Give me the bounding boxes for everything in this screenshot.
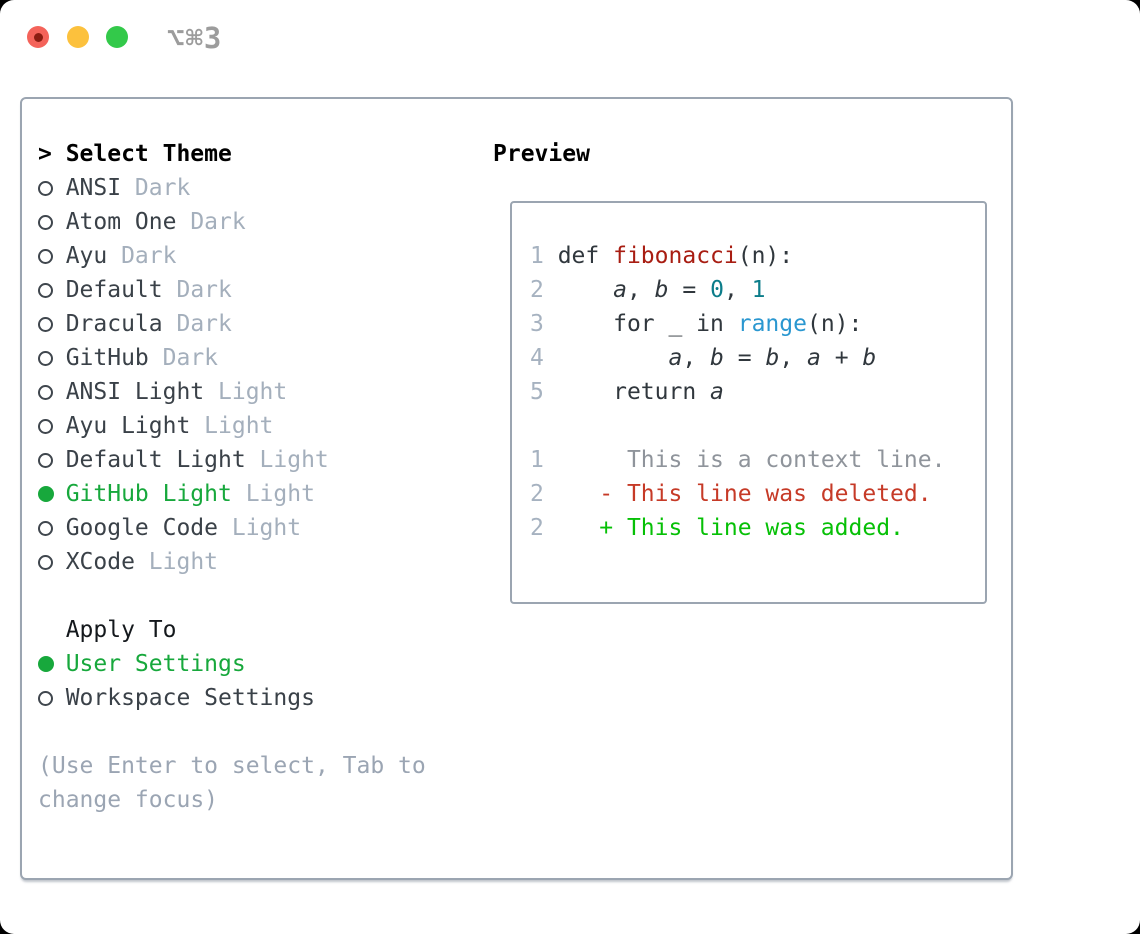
theme-option-default[interactable]: Default Dark	[38, 273, 426, 307]
radio-icon	[38, 554, 53, 570]
theme-option-label: Default	[65, 277, 163, 303]
code-line: 1 This is a context line.	[530, 447, 946, 473]
theme-option-ayu-light[interactable]: Ayu Light Light	[38, 409, 426, 443]
apply-option-label: User Settings	[65, 651, 246, 677]
apply-option-label: Workspace Settings	[65, 685, 315, 711]
code-line	[530, 409, 985, 443]
theme-option-ayu[interactable]: Ayu Dark	[38, 239, 426, 273]
preview-code: 1 def fibonacci(n): 2 a, b = 0, 1 3 for _ …	[512, 203, 985, 545]
hint-text: (Use Enter to select, Tab to change focu…	[38, 749, 426, 817]
theme-variant-label: Light	[245, 481, 315, 507]
theme-option-ansi-light[interactable]: ANSI Light Light	[38, 375, 426, 409]
theme-option-label: ANSI	[65, 175, 122, 201]
theme-variant-label: Light	[148, 549, 219, 575]
theme-option-label: ANSI Light	[65, 379, 205, 405]
theme-variant-label: Dark	[121, 243, 177, 269]
code-line: 4 a, b = b, a + b	[530, 345, 877, 371]
spacer	[38, 579, 426, 613]
radio-icon	[38, 316, 53, 332]
hint-line-1: (Use Enter to select, Tab to	[38, 753, 426, 779]
radio-icon	[38, 248, 53, 264]
cursor-arrow-icon: >	[38, 141, 52, 167]
code-line: 5 return a	[530, 379, 724, 405]
preview-box: 1 def fibonacci(n): 2 a, b = 0, 1 3 for _ …	[510, 201, 987, 604]
theme-variant-label: Dark	[134, 175, 191, 201]
spacer	[38, 715, 426, 749]
maximize-button[interactable]	[106, 26, 128, 48]
theme-variant-label: Light	[259, 447, 329, 473]
preview-header: Preview	[493, 141, 590, 167]
theme-variant-label: Dark	[190, 209, 246, 235]
theme-variant-label: Light	[231, 515, 302, 541]
theme-option-atom-one[interactable]: Atom One Dark	[38, 205, 426, 239]
theme-option-label: GitHub Light	[65, 481, 232, 507]
theme-option-label: Ayu	[65, 243, 108, 269]
code-line: 1 def fibonacci(n):	[530, 243, 794, 269]
select-theme-title: Select Theme	[65, 141, 232, 167]
theme-option-label: Google Code	[65, 515, 219, 541]
code-line: 2 - This line was deleted.	[530, 481, 932, 507]
hint-line-2: change focus)	[38, 787, 219, 813]
theme-option-xcode[interactable]: XCode Light	[38, 545, 426, 579]
radio-icon	[38, 180, 53, 196]
theme-variant-label: Light	[204, 413, 274, 439]
theme-option-google-code[interactable]: Google Code Light	[38, 511, 426, 545]
radio-icon	[38, 214, 53, 230]
apply-option-user-settings[interactable]: User Settings	[38, 647, 426, 681]
radio-icon	[38, 452, 53, 468]
select-theme-header: > Select Theme	[38, 137, 426, 171]
theme-option-ansi[interactable]: ANSI Dark	[38, 171, 426, 205]
theme-option-label: XCode	[65, 549, 135, 575]
close-button[interactable]	[27, 26, 49, 48]
close-dot-icon	[33, 32, 43, 42]
theme-option-label: GitHub	[65, 345, 149, 371]
minimize-button[interactable]	[67, 26, 89, 48]
theme-option-label: Ayu Light	[65, 413, 191, 439]
radio-icon	[38, 520, 53, 536]
apply-to-header: Apply To	[38, 613, 426, 647]
apply-option-workspace-settings[interactable]: Workspace Settings	[38, 681, 426, 715]
theme-option-default-light[interactable]: Default Light Light	[38, 443, 426, 477]
radio-icon	[38, 282, 53, 298]
theme-variant-label: Light	[218, 379, 288, 405]
code-line: 2 a, b = 0, 1	[530, 277, 766, 303]
theme-variant-label: Dark	[176, 311, 232, 337]
theme-option-label: Atom One	[65, 209, 177, 235]
radio-selected-icon	[38, 656, 54, 672]
code-line: 3 for _ in range(n):	[530, 311, 863, 337]
radio-icon	[38, 384, 53, 400]
theme-option-github-light[interactable]: GitHub Light Light	[38, 477, 426, 511]
theme-option-github[interactable]: GitHub Dark	[38, 341, 426, 375]
radio-icon	[38, 418, 53, 434]
theme-option-dracula[interactable]: Dracula Dark	[38, 307, 426, 341]
theme-variant-label: Dark	[162, 345, 219, 371]
window-shortcut-label: ⌥⌘3	[167, 21, 223, 55]
radio-icon	[38, 690, 53, 706]
code-line: 2 + This line was added.	[530, 515, 904, 541]
apply-to-title: Apply To	[65, 617, 177, 643]
radio-icon	[38, 350, 53, 366]
theme-variant-label: Dark	[176, 277, 232, 303]
titlebar: ⌥⌘3	[0, 0, 1140, 75]
theme-option-label: Default Light	[65, 447, 246, 473]
theme-option-label: Dracula	[65, 311, 163, 337]
radio-selected-icon	[38, 486, 54, 502]
